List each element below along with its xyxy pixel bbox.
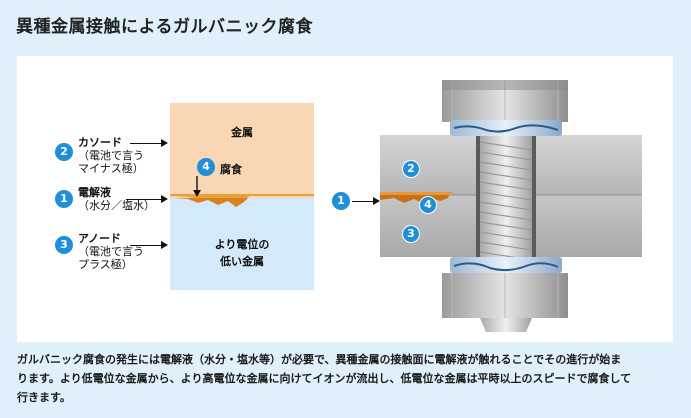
electrolyte-arrow-head: [161, 195, 168, 203]
cathode-sub2: マイナス極）: [78, 162, 144, 175]
badge-3: 3: [55, 236, 73, 254]
cathode-arrow-head: [161, 139, 168, 147]
metal-label: 金属: [231, 126, 253, 139]
corrosion-label: 腐食: [220, 163, 242, 176]
anode-arrow-head: [161, 241, 168, 249]
anode-arrow-line: [130, 245, 162, 247]
cathode-label: カソード （電池で言う マイナス極）: [78, 136, 144, 175]
anode-label: アノード （電池で言う プラス極）: [78, 232, 144, 271]
caption: ガルバニック腐食の発生には電解液（水分・塩水等）が必要で、異種金属の接触面に電解…: [17, 350, 677, 407]
anode-metal-block: [170, 198, 314, 290]
electrolyte-sub: （水分／塩水）: [78, 199, 155, 212]
badge-1: 1: [55, 190, 73, 208]
bolt-arrow-head: [373, 197, 380, 205]
caption-line2: ります。より低電位な金属から、より高電位な金属に向けてイオンが流出し、低電位な金…: [17, 372, 632, 385]
caption-line3: 行きます。: [17, 391, 71, 404]
cathode-arrow-line: [130, 143, 162, 145]
anode-sub2: プラス極）: [78, 258, 133, 271]
bolt-badge-2: 2: [402, 160, 420, 178]
anode-sub1: （電池で言う: [78, 245, 144, 258]
low-potential-metal-label: より電位の 低い金属: [190, 236, 294, 270]
bolt-badge-3: 3: [402, 225, 420, 243]
cathode-title: カソード: [78, 136, 122, 149]
bolt-badge-4: 4: [419, 196, 437, 214]
bolt-arrow-line: [352, 201, 374, 203]
cathode-metal-block: [170, 103, 314, 198]
electrolyte-label: 電解液 （水分／塩水）: [78, 186, 155, 212]
badge-2: 2: [55, 143, 73, 161]
caption-line1: ガルバニック腐食の発生には電解液（水分・塩水等）が必要で、異種金属の接触面に電解…: [17, 353, 622, 366]
anode-title: アノード: [78, 232, 122, 245]
corrosion-layer: [170, 194, 314, 207]
badge-4: 4: [197, 158, 215, 176]
bolt-badge-1: 1: [332, 192, 350, 210]
low-potential-line2: 低い金属: [220, 255, 264, 268]
electrolyte-title: 電解液: [78, 186, 111, 199]
electrolyte-arrow-line: [126, 199, 162, 201]
bolt-illustration: [380, 80, 642, 332]
low-potential-line1: より電位の: [214, 238, 270, 251]
cathode-sub1: （電池で言う: [78, 149, 144, 162]
corrosion-arrow: [193, 176, 201, 197]
page-title: 異種金属接触によるガルバニック腐食: [16, 17, 313, 37]
